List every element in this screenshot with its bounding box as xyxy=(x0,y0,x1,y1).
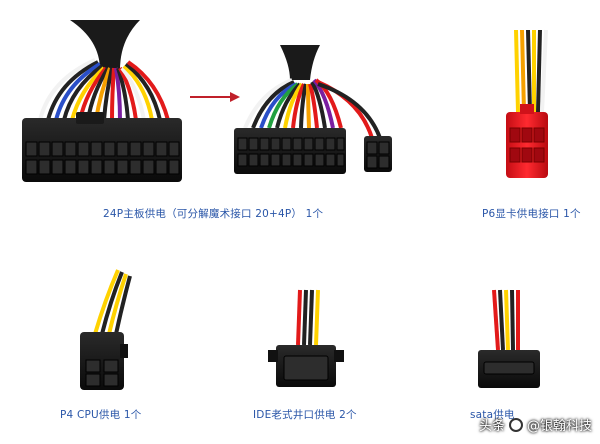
caption-sata: sata供电 xyxy=(470,409,515,421)
sata-power-connector xyxy=(478,289,540,388)
right-arrow-icon xyxy=(190,92,240,102)
atx-20plus4-connector xyxy=(234,45,392,174)
ide-molex-connector xyxy=(268,289,344,387)
pcie-6pin-connector xyxy=(506,29,548,178)
caption-cpu-4pin: P4 CPU供电 1个 xyxy=(60,409,142,421)
watermark-handle: @银翰科技 xyxy=(526,419,592,434)
watermark: 头条 @银翰科技 xyxy=(479,415,592,434)
caption-ide-molex: IDE老式井口供电 2个 xyxy=(253,409,357,421)
watermark-brand: 头条 xyxy=(478,419,505,434)
watermark-logo-icon xyxy=(508,417,523,432)
cpu-4pin-connector xyxy=(80,269,132,390)
caption-atx-24pin: 24P主板供电（可分解魔术接口 20+4P） 1个 xyxy=(103,208,324,220)
atx-24pin-connector xyxy=(22,20,182,182)
caption-pcie-6pin: P6显卡供电接口 1个 xyxy=(482,208,581,220)
